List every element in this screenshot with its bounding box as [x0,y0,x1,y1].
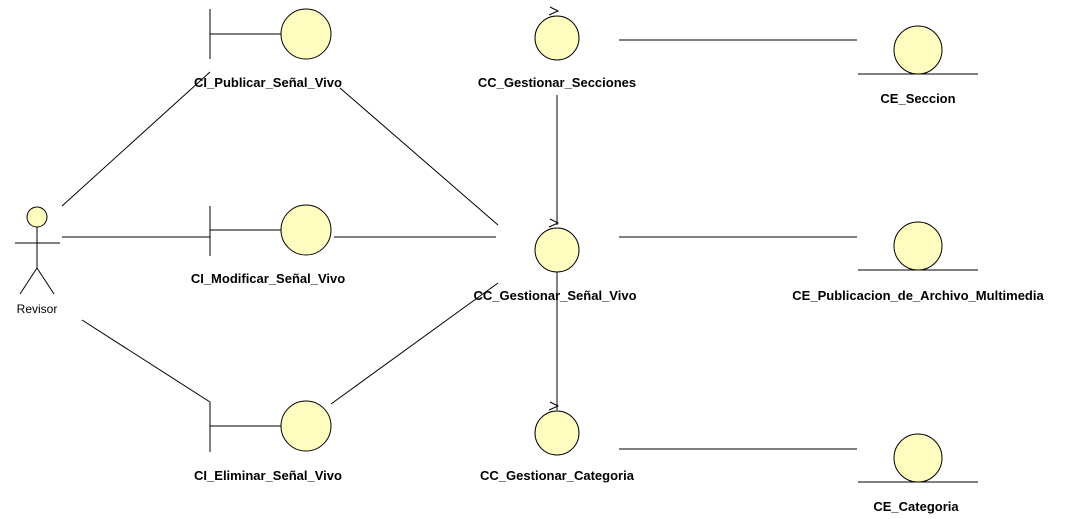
entity-circle [893,221,943,271]
associations [61,39,857,450]
actor-right-leg [36,267,55,295]
association-actor-publicar [61,71,211,207]
entity-circle [893,25,943,75]
control-arrow [548,6,560,16]
control-label: CC_Gestionar_Secciones [478,75,636,90]
boundary-label: CI_Publicar_Señal_Vivo [194,75,342,90]
control-label: CC_Gestionar_Categoria [480,468,635,483]
control-circle [534,410,580,456]
boundary-eliminar[interactable]: CI_Eliminar_Señal_Vivo [194,400,342,483]
control-circle [534,15,580,61]
association-publicar-senal [339,87,499,226]
control-circle [534,227,580,273]
actor-left-leg [19,267,38,295]
entity-seccion[interactable]: CE_Seccion [858,25,978,106]
boundary-label: CI_Eliminar_Señal_Vivo [194,468,342,483]
boundary-publicar[interactable]: CI_Publicar_Señal_Vivo [194,8,342,90]
boundary-circle [280,8,332,60]
entity-publicacion[interactable]: CE_Publicacion_de_Archivo_Multimedia [792,221,1044,303]
entity-circle [893,433,943,483]
entity-categoria[interactable]: CE_Categoria [858,433,978,514]
actor-revisor[interactable]: Revisor [15,206,60,316]
control-categoria[interactable]: CC_Gestionar_Categoria [480,401,635,483]
boundary-label: CI_Modificar_Señal_Vivo [191,271,345,286]
boundary-circle [280,204,332,256]
entity-label: CE_Categoria [873,499,959,514]
control-senal[interactable]: CC_Gestionar_Señal_Vivo [473,218,637,303]
entity-label: CE_Publicacion_de_Archivo_Multimedia [792,288,1044,303]
actor-label: Revisor [17,302,58,316]
association-actor-eliminar [81,319,211,403]
association-eliminar-senal [330,282,499,405]
boundary-circle [280,400,332,452]
control-label: CC_Gestionar_Señal_Vivo [473,288,636,303]
control-arrow [548,218,560,228]
entity-label: CE_Seccion [880,91,955,106]
control-arrow [548,401,560,411]
boundary-modificar[interactable]: CI_Modificar_Señal_Vivo [191,204,345,286]
actor-head [26,206,48,228]
control-secciones[interactable]: CC_Gestionar_Secciones [478,6,636,90]
